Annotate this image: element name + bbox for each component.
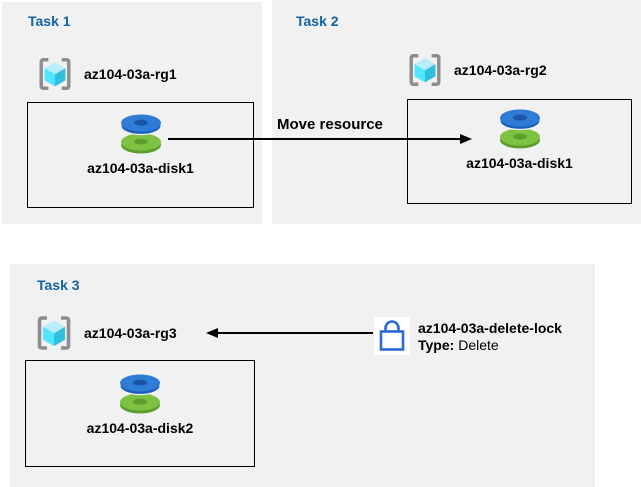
lock-type-line: Type: Delete <box>418 337 562 354</box>
task3-rg-label: az104-03a-rg3 <box>84 325 177 341</box>
task3-resource-group: az104-03a-rg3 <box>34 313 177 353</box>
disk-icon <box>119 114 162 154</box>
disk-icon <box>498 109 541 149</box>
task2-rg-label: az104-03a-rg2 <box>454 62 547 78</box>
lock-text-block: az104-03a-delete-lock Type: Delete <box>418 317 562 354</box>
task3-panel: Task 3 az104-03a-rg3 az104-03a-disk2 <box>10 264 595 487</box>
task1-title: Task 1 <box>28 13 71 29</box>
resource-group-icon <box>37 316 71 350</box>
move-resource-label: Move resource <box>277 116 383 133</box>
task2-disk-label: az104-03a-disk1 <box>466 155 573 171</box>
delete-lock-annotation: az104-03a-delete-lock Type: Delete <box>374 317 562 355</box>
task3-title: Task 3 <box>37 277 80 293</box>
task1-panel: Task 1 az104-03a-rg1 az104-03a-disk1 <box>2 2 262 224</box>
lock-name-label: az104-03a-delete-lock <box>418 320 562 336</box>
move-arrow-head-icon <box>460 134 472 144</box>
lock-icon <box>374 317 410 355</box>
task1-resource-box: az104-03a-disk1 <box>27 102 254 208</box>
task2-resource-group: az104-03a-rg2 <box>406 51 547 89</box>
task2-title: Task 2 <box>296 13 339 29</box>
move-arrow-line <box>168 138 462 140</box>
lock-arrow-line <box>208 332 373 334</box>
task3-disk-label: az104-03a-disk2 <box>86 420 194 436</box>
task1-rg-label: az104-03a-rg1 <box>84 66 177 82</box>
lock-arrow-head-icon <box>206 328 218 338</box>
task3-resource-box: az104-03a-disk2 <box>25 360 255 467</box>
lock-type-value: Delete <box>458 337 499 353</box>
task2-panel: Task 2 az104-03a-rg2 az104-03a-disk1 <box>272 0 641 224</box>
task1-disk-label: az104-03a-disk1 <box>87 160 194 176</box>
task1-resource-group: az104-03a-rg1 <box>36 55 177 93</box>
lock-type-label: Type: <box>418 337 455 353</box>
task2-resource-box: az104-03a-disk1 <box>407 99 632 204</box>
disk-icon <box>119 374 161 414</box>
resource-group-icon <box>409 54 441 86</box>
resource-group-icon <box>39 58 71 90</box>
